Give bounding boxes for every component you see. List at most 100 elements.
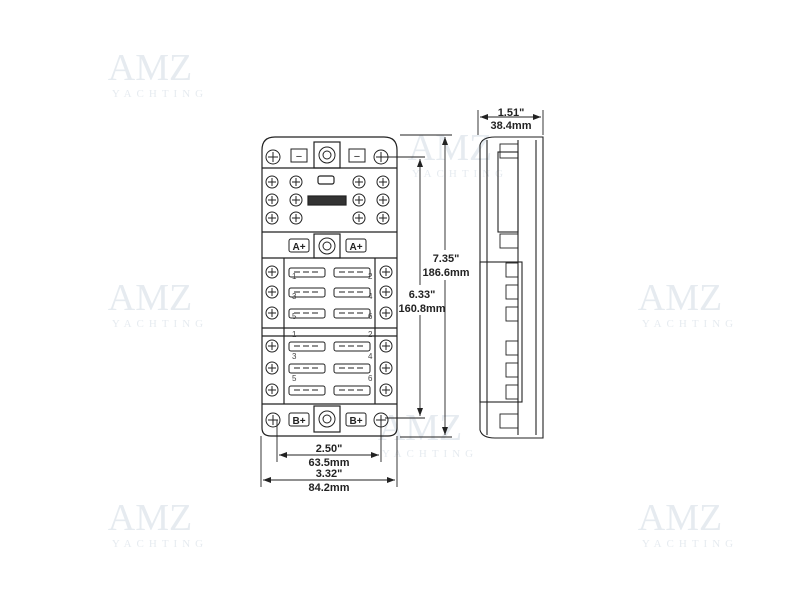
screw-icon bbox=[265, 383, 279, 397]
screw-icon bbox=[265, 306, 279, 320]
fuse-icon bbox=[288, 308, 326, 319]
watermark-sub: YACHTING bbox=[112, 538, 208, 550]
fuse-icon bbox=[288, 363, 326, 374]
screw-icon bbox=[289, 175, 303, 189]
overall-width-mm: 84.2mm bbox=[309, 482, 350, 494]
side-fuse-terminal bbox=[505, 262, 519, 278]
screw-icon bbox=[379, 339, 393, 353]
dimension-arrows bbox=[263, 114, 541, 483]
side-fuse-terminal bbox=[505, 340, 519, 356]
side-stud bbox=[499, 233, 519, 249]
stud-nut-icon bbox=[318, 410, 336, 428]
mount-height-mm: 160.8mm bbox=[398, 303, 445, 315]
stud-icon bbox=[322, 414, 332, 424]
watermark-logo: AMZ bbox=[108, 47, 192, 89]
screw-icon bbox=[352, 175, 366, 189]
stud-icon bbox=[322, 241, 332, 251]
fuse-number: 4 bbox=[368, 292, 373, 301]
a-plus-label: A+ bbox=[292, 242, 305, 253]
screw-icon bbox=[265, 412, 281, 428]
screw-icon bbox=[289, 211, 303, 225]
fuse-number: 3 bbox=[292, 352, 297, 361]
watermark-logo: AMZ bbox=[638, 277, 722, 319]
b-plus-label: B+ bbox=[349, 416, 362, 427]
screw-icon bbox=[379, 383, 393, 397]
negative-terminal-box bbox=[348, 148, 366, 163]
fuse-icon bbox=[333, 363, 371, 374]
watermark-sub: YACHTING bbox=[382, 448, 478, 460]
a-plus-box bbox=[345, 238, 367, 253]
depth-in: 1.51" bbox=[498, 107, 525, 119]
fuse-number: 6 bbox=[368, 312, 373, 321]
fuse-number: 2 bbox=[368, 330, 373, 339]
front-outline bbox=[261, 136, 398, 437]
watermark-sub: YACHTING bbox=[112, 88, 208, 100]
fuse-icon bbox=[288, 267, 326, 278]
front-view bbox=[261, 136, 398, 437]
overall-width-in: 3.32" bbox=[316, 468, 343, 480]
fuse-number: 2 bbox=[368, 272, 373, 281]
fuse-number: 4 bbox=[368, 352, 373, 361]
watermark-sub: YACHTING bbox=[412, 168, 508, 180]
watermark-logo: AMZ bbox=[108, 277, 192, 319]
fuse-icon bbox=[288, 385, 326, 396]
screw-icon bbox=[289, 193, 303, 207]
stud-nut-icon bbox=[318, 237, 336, 255]
screw-icon bbox=[265, 285, 279, 299]
screw-icon bbox=[265, 193, 279, 207]
side-view bbox=[479, 136, 544, 439]
watermark-sub: YACHTING bbox=[112, 318, 208, 330]
screw-icon bbox=[265, 361, 279, 375]
stud-nut-icon bbox=[318, 146, 336, 164]
fuse-icon bbox=[333, 308, 371, 319]
fuse-icon bbox=[333, 341, 371, 352]
a-plus-label: A+ bbox=[349, 242, 362, 253]
screw-icon bbox=[376, 211, 390, 225]
screw-icon bbox=[379, 361, 393, 375]
depth-mm: 38.4mm bbox=[491, 120, 532, 132]
side-outline bbox=[479, 136, 544, 439]
side-fuse-terminal bbox=[505, 384, 519, 400]
fuse-icon bbox=[333, 385, 371, 396]
mount-height-in: 6.33" bbox=[409, 289, 436, 301]
screw-icon bbox=[376, 175, 390, 189]
screw-icon bbox=[376, 193, 390, 207]
side-fuse-terminal bbox=[505, 306, 519, 322]
side-fuse-terminal bbox=[505, 284, 519, 300]
negative-terminal-box bbox=[290, 148, 308, 163]
screw-icon bbox=[265, 339, 279, 353]
screw-icon bbox=[265, 211, 279, 225]
screw-icon bbox=[352, 193, 366, 207]
a-plus-box bbox=[288, 238, 310, 253]
screw-icon bbox=[352, 211, 366, 225]
fuse-number: 5 bbox=[292, 312, 297, 321]
watermark-sub: YACHTING bbox=[642, 538, 738, 550]
fuse-number: 1 bbox=[292, 330, 297, 339]
fuse-icon bbox=[288, 341, 326, 352]
stud-icon bbox=[322, 150, 332, 160]
screw-icon bbox=[265, 175, 279, 189]
negative-label: − bbox=[354, 151, 360, 163]
screw-icon bbox=[265, 265, 279, 279]
mount-width-mm: 63.5mm bbox=[309, 457, 350, 469]
b-plus-box bbox=[288, 412, 310, 427]
fuse-icon bbox=[333, 267, 371, 278]
b-plus-box bbox=[345, 412, 367, 427]
overall-height-in: 7.35" bbox=[433, 253, 460, 265]
fuse-icon bbox=[333, 287, 371, 298]
screw-icon bbox=[379, 285, 393, 299]
fuse-number: 5 bbox=[292, 374, 297, 383]
mount-width-in: 2.50" bbox=[316, 443, 343, 455]
b-plus-label: B+ bbox=[292, 416, 305, 427]
watermark-logo: AMZ bbox=[108, 497, 192, 539]
side-stud bbox=[499, 143, 519, 159]
negative-label: − bbox=[296, 151, 302, 163]
side-stud bbox=[499, 413, 519, 429]
fuse-number: 3 bbox=[292, 292, 297, 301]
watermark-sub: YACHTING bbox=[642, 318, 738, 330]
fuse-number: 1 bbox=[292, 272, 297, 281]
fuse-number: 6 bbox=[368, 374, 373, 383]
screw-icon bbox=[379, 306, 393, 320]
